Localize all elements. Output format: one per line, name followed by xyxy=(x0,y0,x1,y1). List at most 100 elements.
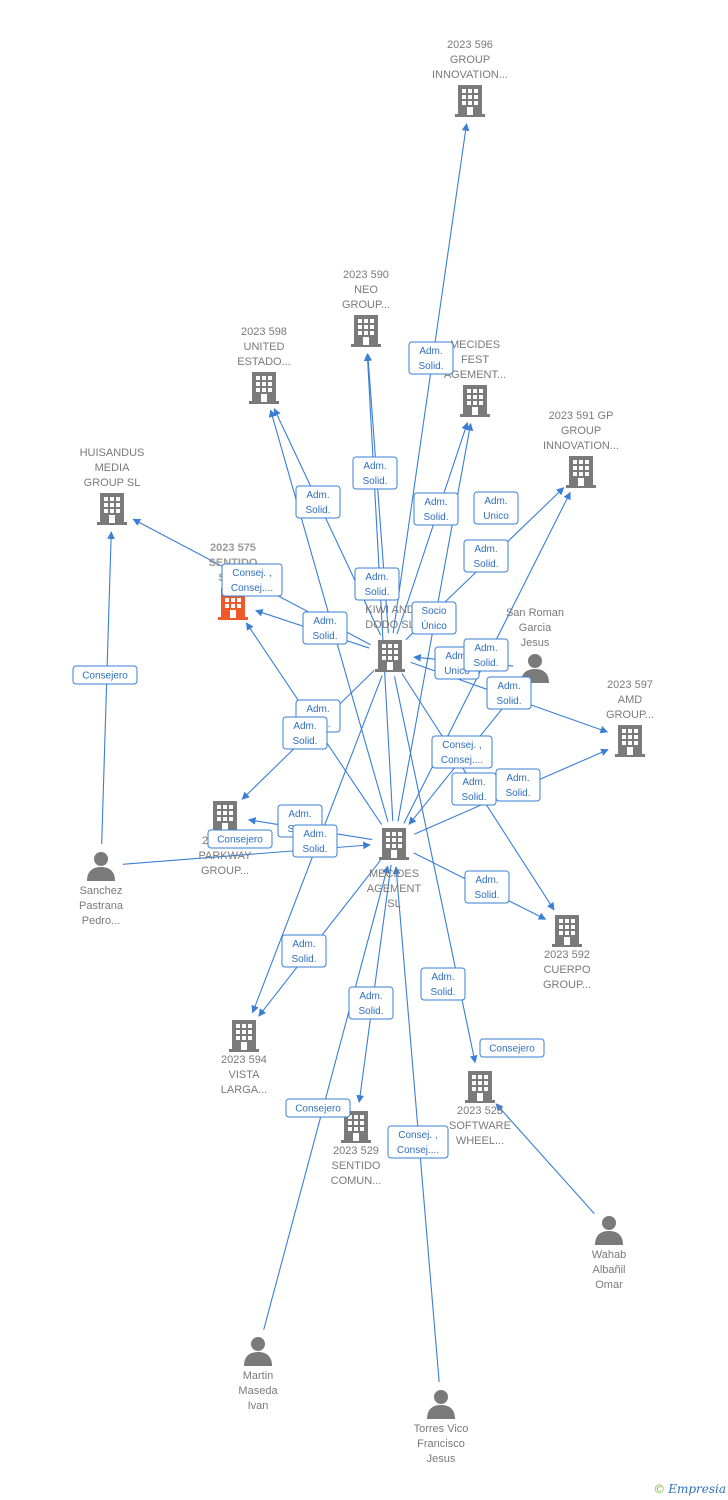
edge-label-text: Consej.... xyxy=(397,1145,439,1156)
building-icon xyxy=(455,85,485,117)
node-label-line: Pastrana xyxy=(79,900,124,912)
edge-label-text: Solid. xyxy=(473,658,498,669)
edge-label-text: Solid. xyxy=(302,844,327,855)
edge-label-text: Adm. xyxy=(419,346,442,357)
edge-label-box xyxy=(72,665,138,685)
node-label-line: COMUN... xyxy=(331,1175,382,1187)
edge-label-nmecmgmt-n529[interactable]: Adm.Solid. xyxy=(348,986,394,1020)
edge-label-box xyxy=(411,601,457,635)
edge-label-nmecmgmt-n598[interactable]: Adm.Solid. xyxy=(302,611,348,645)
edge-label-nmecmgmt-n597[interactable]: Adm.Solid. xyxy=(495,768,541,802)
edge-nkiwi-n596 xyxy=(392,122,470,634)
edge-label-box xyxy=(451,772,497,806)
node-label-line: GROUP SL xyxy=(84,477,141,489)
building-icon xyxy=(229,1020,259,1052)
edge-label-nkiwi-n592[interactable]: Consej. ,Consej.... xyxy=(431,735,493,769)
node-label-line: San Roman xyxy=(506,607,564,619)
building-icon xyxy=(375,640,405,672)
edge-label-box xyxy=(352,456,398,490)
edge-label-nmecmgmt-nmecfest[interactable]: Adm.Unico xyxy=(473,491,519,525)
edge-label-nmecmgmt-n594[interactable]: Adm.Solid. xyxy=(451,772,497,806)
edge-label-pwahab-n523[interactable]: Consejero xyxy=(479,1038,545,1058)
edge-label-text: Adm. xyxy=(292,939,315,950)
node-n598[interactable]: 2023 598UNITEDESTADO... xyxy=(237,326,291,404)
edge-label-text: Solid. xyxy=(358,1006,383,1017)
node-nmecfest[interactable]: MECIDESFESTAGEMENT... xyxy=(444,339,506,417)
node-label-line: 2023 596 xyxy=(447,39,493,51)
node-n592[interactable]: 2023 592CUERPOGROUP... xyxy=(543,915,591,991)
edge-label-box xyxy=(463,539,509,573)
edge-label-text: Unico xyxy=(483,511,509,522)
node-n590[interactable]: 2023 590NEOGROUP... xyxy=(342,269,390,347)
node-label-line: NEO xyxy=(354,284,378,296)
edge-label-pmartin-nmecmgmt[interactable]: Consejero xyxy=(285,1098,351,1118)
edge-label-text: Solid. xyxy=(312,631,337,642)
brand-watermark[interactable]: ©Empresia xyxy=(653,1482,726,1496)
edge-label-ptorres-nmecmgmt[interactable]: Consej. ,Consej.... xyxy=(387,1125,449,1159)
edge-label-nkiwi-n596[interactable]: Adm. Solid. xyxy=(408,341,454,375)
building-icon xyxy=(615,725,645,757)
edge-label-box xyxy=(387,1125,449,1159)
node-n591[interactable]: 2023 591 GPGROUPINNOVATION... xyxy=(543,410,619,488)
node-label-line: KIWI AND xyxy=(365,604,415,616)
person-icon xyxy=(427,1390,455,1419)
edge-label-text: Consejero xyxy=(217,835,263,846)
node-n523[interactable]: 2023 523SOFTWAREWHEEL... xyxy=(449,1071,511,1147)
edge-label-nmecmgmt-n590[interactable]: Adm.Solid. xyxy=(354,567,400,601)
edge-label-nkiwi-n597[interactable]: Adm.Solid. xyxy=(486,676,532,710)
node-label-line: AGEMENT... xyxy=(444,369,506,381)
building-icon xyxy=(552,915,582,947)
edge-label-text: Solid. xyxy=(418,361,443,372)
node-label-line: PARKWAY xyxy=(199,850,253,862)
edge-label-box xyxy=(479,1038,545,1058)
node-label-line: LARGA... xyxy=(221,1084,267,1096)
node-label-line: 2023 523 xyxy=(457,1105,503,1117)
building-icon xyxy=(97,493,127,525)
node-label-line: Pedro... xyxy=(82,915,121,927)
node-label-line: Ivan xyxy=(248,1400,269,1412)
edge-label-box xyxy=(354,567,400,601)
node-label-line: GROUP... xyxy=(342,299,390,311)
edge-label-nkiwi-n591[interactable]: Adm.Solid. xyxy=(463,539,509,573)
node-label-line: CUERPO xyxy=(543,964,591,976)
edge-label-psanroman-nmecmgmt[interactable]: Adm.Solid. xyxy=(463,638,509,672)
edge-label-text: Adm. xyxy=(424,497,447,508)
node-psanchez[interactable]: SanchezPastranaPedro... xyxy=(79,852,124,927)
node-label-line: 2023 529 xyxy=(333,1145,379,1157)
edge-label-nmecmgmt-n575[interactable]: Adm.Solid. xyxy=(282,716,328,750)
edge-label-nmecmgmt-n595[interactable]: Adm.Solid. xyxy=(292,824,338,858)
node-n596[interactable]: 2023 596GROUPINNOVATION... xyxy=(432,39,508,117)
edge-nmecmgmt-n529 xyxy=(356,864,392,1103)
edge-label-psanchez-nhuis[interactable]: Consejero xyxy=(72,665,138,685)
edge-label-box xyxy=(302,611,348,645)
edge-label-text: Socio xyxy=(421,606,446,617)
edge-label-psanchez-nmecmgmt[interactable]: Consejero xyxy=(207,829,273,849)
node-label-line: FEST xyxy=(461,354,489,366)
node-n594[interactable]: 2023 594VISTALARGA... xyxy=(221,1020,267,1096)
edge-label-box xyxy=(413,492,459,526)
edge-label-nkiwi-n594[interactable]: Adm.Solid. xyxy=(281,934,327,968)
edge-label-nkiwi-n590[interactable]: Adm.Solid. xyxy=(352,456,398,490)
node-nkiwi[interactable]: KIWI AND DODO SL xyxy=(365,604,415,672)
edge-label-nkiwi-n598[interactable]: Adm.Solid. xyxy=(295,485,341,519)
copyright-icon: © xyxy=(653,1482,666,1496)
node-label-line: DODO SL xyxy=(365,619,415,631)
building-icon xyxy=(379,828,409,860)
edge-label-nkiwi-nmecfest[interactable]: Adm.Solid. xyxy=(413,492,459,526)
node-n597[interactable]: 2023 597AMDGROUP... xyxy=(606,679,654,757)
edge-label-text: Solid. xyxy=(473,559,498,570)
edge-label-nkiwi-nhuis[interactable]: Consej. ,Consej.... xyxy=(221,563,283,597)
edge-label-text: Adm. xyxy=(365,572,388,583)
node-n529[interactable]: 2023 529SENTIDOCOMUN... xyxy=(331,1111,382,1187)
edge-label-nkiwi-n523[interactable]: Adm.Solid. xyxy=(420,967,466,1001)
edge-label-nmecmgmt-n592[interactable]: Adm.Solid. xyxy=(464,870,510,904)
